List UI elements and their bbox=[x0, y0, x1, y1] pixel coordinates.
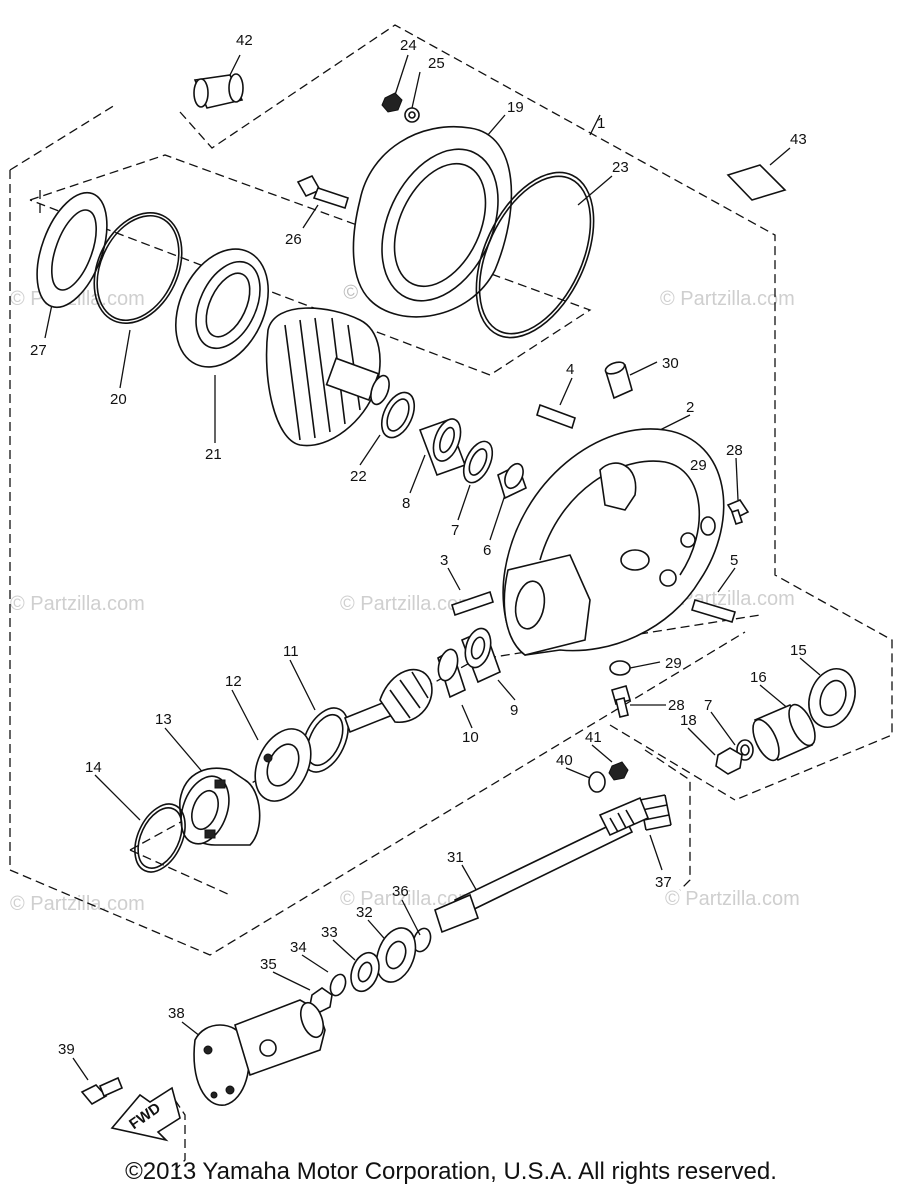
callout-14: 14 bbox=[85, 759, 102, 776]
callout-18: 18 bbox=[680, 712, 697, 729]
part-25-washer bbox=[404, 107, 420, 123]
part-39-bolt bbox=[80, 1076, 124, 1106]
callout-37: 37 bbox=[655, 874, 672, 891]
parts: FWD bbox=[36, 73, 856, 1142]
watermark-8: © Partzilla.com bbox=[665, 888, 800, 910]
watermark-6: © Partzilla.com bbox=[10, 893, 145, 915]
watermark-2: © Partzilla.com bbox=[660, 288, 795, 310]
part-4-pin bbox=[536, 403, 576, 430]
copyright-notice: ©2013 Yamaha Motor Corporation, U.S.A. A… bbox=[125, 1158, 777, 1185]
part-31-drive-shaft bbox=[434, 796, 650, 934]
callout-32: 32 bbox=[356, 904, 373, 921]
part-13-bearing-housing bbox=[179, 767, 261, 846]
watermark-7: © Partzilla.com bbox=[340, 888, 475, 910]
callout-2: 2 bbox=[686, 399, 694, 416]
callout-28b: 28 bbox=[668, 697, 685, 714]
callout-25: 25 bbox=[428, 55, 445, 72]
callout-30: 30 bbox=[662, 355, 679, 372]
callout-33: 33 bbox=[321, 924, 338, 941]
part-2-gear-case bbox=[502, 428, 725, 656]
part-12-bearing bbox=[254, 728, 312, 802]
callout-43: 43 bbox=[790, 131, 807, 148]
callout-1: 1 bbox=[597, 115, 605, 132]
part-38-universal-joint-flange bbox=[193, 999, 326, 1106]
callout-labels: 1 2 3 4 5 6 7 7 8 9 10 11 12 13 14 15 16… bbox=[30, 32, 807, 1058]
callout-28: 28 bbox=[726, 442, 743, 459]
part-5-stud bbox=[691, 599, 736, 623]
part-28-bolt bbox=[726, 499, 750, 526]
watermark-3: © Partzilla.com bbox=[10, 593, 145, 615]
part-15-seal bbox=[808, 668, 856, 728]
part-20-ring bbox=[93, 211, 183, 325]
callout-13: 13 bbox=[155, 711, 172, 728]
part-41-nut bbox=[608, 761, 629, 781]
callout-36: 36 bbox=[392, 883, 409, 900]
part-3-stud bbox=[451, 590, 494, 617]
callout-42: 42 bbox=[236, 32, 253, 49]
callout-26: 26 bbox=[285, 231, 302, 248]
callout-34: 34 bbox=[290, 939, 307, 956]
part-8-bearing bbox=[418, 418, 467, 477]
part-19-bearing-housing bbox=[352, 126, 513, 318]
callout-12: 12 bbox=[225, 673, 242, 690]
callout-4: 4 bbox=[566, 361, 574, 378]
part-33-washer bbox=[350, 951, 380, 993]
part-ring-gear bbox=[265, 307, 390, 447]
part-7-washer bbox=[462, 440, 494, 484]
callout-39: 39 bbox=[58, 1041, 75, 1058]
callout-3: 3 bbox=[440, 552, 448, 569]
part-40-collar bbox=[588, 771, 606, 793]
callout-10: 10 bbox=[462, 729, 479, 746]
part-21-bearing bbox=[174, 248, 270, 368]
callout-29: 29 bbox=[690, 457, 707, 474]
part-16-sleeve bbox=[752, 703, 816, 762]
part-29-washer bbox=[700, 516, 716, 536]
callout-40: 40 bbox=[556, 752, 573, 769]
callout-23: 23 bbox=[612, 159, 629, 176]
part-29-washer-lower bbox=[609, 660, 631, 676]
callout-29b: 29 bbox=[665, 655, 682, 672]
part-27-seal bbox=[36, 191, 108, 309]
callout-7: 7 bbox=[451, 522, 459, 539]
callout-27: 27 bbox=[30, 342, 47, 359]
callout-6: 6 bbox=[483, 542, 491, 559]
fwd-arrow: FWD bbox=[110, 1086, 181, 1142]
callout-5: 5 bbox=[730, 552, 738, 569]
part-10-collar bbox=[437, 648, 466, 699]
part-24-nut bbox=[381, 92, 403, 113]
part-32-bearing bbox=[375, 927, 417, 983]
part-22-shim bbox=[380, 391, 416, 439]
watermark-4: © Partzilla.com bbox=[340, 593, 475, 615]
callout-8: 8 bbox=[402, 495, 410, 512]
callout-22: 22 bbox=[350, 468, 367, 485]
part-9-bearing bbox=[460, 627, 502, 684]
callout-35: 35 bbox=[260, 956, 277, 973]
part-26-bolt bbox=[296, 174, 349, 210]
part-11-shim bbox=[301, 707, 349, 773]
callout-7b: 7 bbox=[704, 697, 712, 714]
callout-31: 31 bbox=[447, 849, 464, 866]
part-42-collar bbox=[193, 73, 244, 109]
part-pinion-gear bbox=[343, 668, 433, 734]
callout-11: 11 bbox=[283, 643, 299, 660]
callout-19: 19 bbox=[507, 99, 524, 116]
part-28-bolt-lower bbox=[611, 685, 631, 718]
callout-15: 15 bbox=[790, 642, 807, 659]
part-6-collar bbox=[497, 462, 527, 500]
part-30-cap bbox=[604, 361, 633, 400]
callout-20: 20 bbox=[110, 391, 127, 408]
part-14-ring bbox=[134, 803, 186, 873]
callout-38: 38 bbox=[168, 1005, 185, 1022]
callout-16: 16 bbox=[750, 669, 767, 686]
part-43-plate bbox=[726, 164, 787, 201]
part-18-nut bbox=[715, 747, 743, 775]
callout-41: 41 bbox=[585, 729, 602, 746]
callout-21: 21 bbox=[205, 446, 222, 463]
callout-24: 24 bbox=[400, 37, 417, 54]
part-23-o-ring bbox=[475, 171, 595, 339]
callout-9: 9 bbox=[510, 702, 518, 719]
part-34-washer bbox=[329, 973, 347, 997]
